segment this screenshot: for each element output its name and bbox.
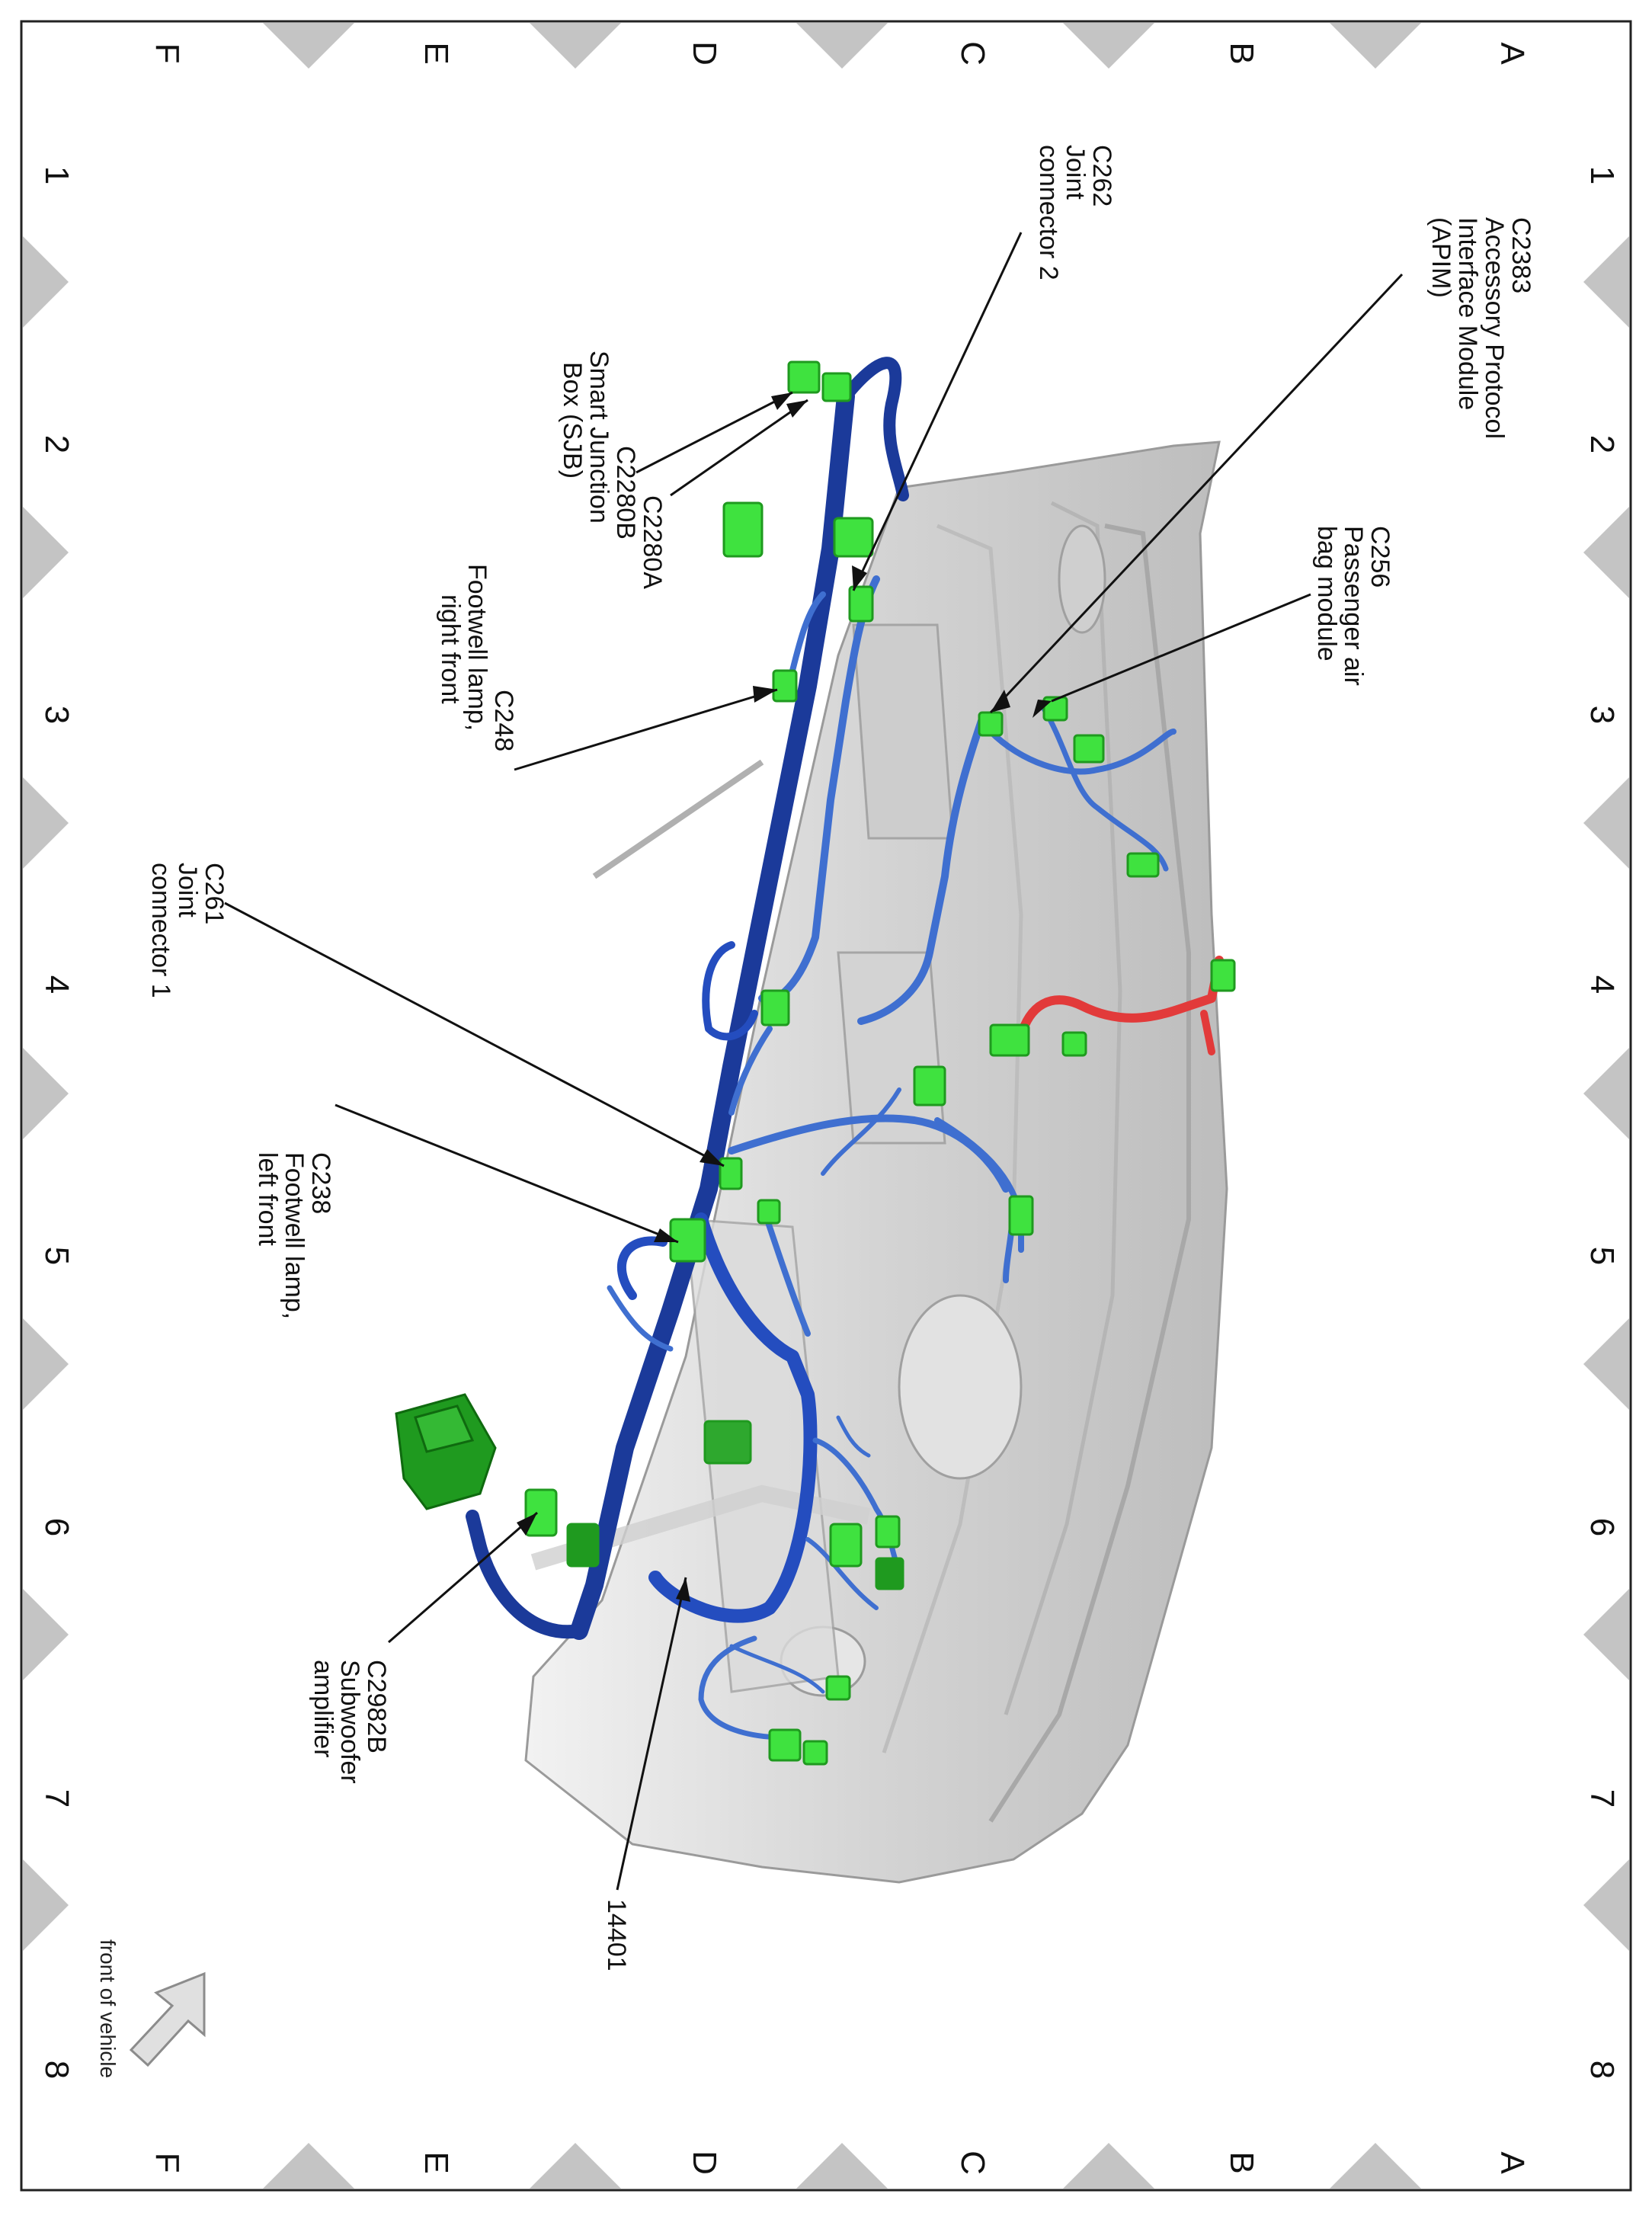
callout-c262-line-3: connector 2 <box>1034 145 1063 280</box>
callout-c2280b-line-2: Smart Junction <box>584 351 613 524</box>
callout-c2982b: C2982B Subwoofer amplifier <box>309 1660 391 1784</box>
col-label-right-2: 2 <box>1583 435 1621 453</box>
col-label-left-2: 2 <box>38 435 75 453</box>
callout-c2280a-line-1: C2280A <box>638 495 667 589</box>
col-label-left-8: 8 <box>38 2061 75 2079</box>
callout-c2280b-line-1: C2280B <box>611 446 640 540</box>
callout-c261: C261 Joint connector 1 <box>146 863 229 998</box>
callout-c261-line-3: connector 1 <box>146 863 175 998</box>
callout-c238-line-1: C238 <box>306 1152 335 1214</box>
row-label-top-b: B <box>1223 42 1260 64</box>
callout-c2982b-line-1: C2982B <box>362 1660 391 1753</box>
callout-c2280b-line-3: Box (SJB) <box>558 362 587 479</box>
connectors <box>395 360 1236 1766</box>
row-label-bottom-b: B <box>1223 2151 1260 2173</box>
wiring-harness <box>466 357 1224 1741</box>
callout-c2982b-line-2: Subwoofer <box>335 1660 364 1784</box>
callout-c2383-line-1: C2383 <box>1506 217 1535 293</box>
col-label-right-4: 4 <box>1583 975 1621 994</box>
callout-c256-line-3: bag module <box>1312 526 1341 661</box>
col-label-right-7: 7 <box>1583 1789 1621 1808</box>
callout-c248: C248 Footwell lamp, right front <box>436 564 518 751</box>
frame-border <box>20 20 1632 2192</box>
callout-c2383-line-3: Interface Module <box>1453 217 1482 410</box>
row-label-bottom-f: F <box>149 2153 186 2173</box>
callout-c2280a: C2280A <box>638 495 667 589</box>
callout-c262-line-2: Joint <box>1061 145 1090 200</box>
callout-c238-line-3: left front <box>253 1152 282 1246</box>
instrument-panel <box>524 440 1228 1884</box>
callout-c2982b-line-3: amplifier <box>309 1660 338 1757</box>
col-label-right-6: 6 <box>1583 1518 1621 1536</box>
callout-c262-line-1: C262 <box>1087 145 1116 207</box>
col-label-right-5: 5 <box>1583 1247 1621 1265</box>
row-label-top-e: E <box>418 42 455 64</box>
col-label-right-1: 1 <box>1583 166 1621 184</box>
col-label-left-3: 3 <box>38 706 75 724</box>
front-of-vehicle-label: front of vehicle <box>96 1939 120 2078</box>
callout-14401-line-1: 14401 <box>602 1899 631 1971</box>
col-label-left-7: 7 <box>38 1789 75 1808</box>
callout-14401: 14401 <box>602 1899 631 1971</box>
callout-c238: C238 Footwell lamp, left front <box>253 1152 335 1319</box>
row-label-top-f: F <box>149 43 186 64</box>
row-label-top-c: C <box>954 41 991 66</box>
row-label-top-d: D <box>686 41 723 66</box>
callout-c2383: C2383 Accessory Protocol Interface Modul… <box>1426 217 1535 439</box>
row-label-bottom-c: C <box>954 2151 991 2175</box>
callout-c262: C262 Joint connector 2 <box>1034 145 1116 280</box>
callout-c2383-line-4: (APIM) <box>1426 217 1455 298</box>
callout-c2280b: C2280B Smart Junction Box (SJB) <box>558 351 640 540</box>
grid-labels: A B C D E F A B C D E F 1 2 3 4 5 6 7 8 … <box>38 41 1621 2175</box>
col-label-left-4: 4 <box>38 975 75 994</box>
arrow-icon <box>129 1971 206 2067</box>
row-label-bottom-a: A <box>1494 2151 1531 2174</box>
leader-arrowheads <box>517 392 1052 1602</box>
grid-markers <box>23 23 1629 2189</box>
col-label-left-6: 6 <box>38 1518 75 1536</box>
callout-c256-line-2: Passenger air <box>1339 526 1368 686</box>
row-label-bottom-e: E <box>418 2151 455 2173</box>
callout-c248-line-2: Footwell lamp, <box>463 564 491 731</box>
col-label-left-1: 1 <box>38 166 75 184</box>
col-label-left-5: 5 <box>38 1247 75 1265</box>
leader-lines <box>224 232 1404 1891</box>
callout-c256: C256 Passenger air bag module <box>1312 526 1394 686</box>
callout-c2383-line-2: Accessory Protocol <box>1480 217 1509 439</box>
callout-c238-line-2: Footwell lamp, <box>280 1152 309 1319</box>
col-label-right-3: 3 <box>1583 706 1621 724</box>
row-label-bottom-d: D <box>686 2151 723 2175</box>
callout-c256-line-1: C256 <box>1365 526 1394 588</box>
callout-c248-line-3: right front <box>436 594 465 704</box>
col-label-right-8: 8 <box>1583 2061 1621 2079</box>
callout-c261-line-1: C261 <box>200 863 229 924</box>
front-of-vehicle-indicator: front of vehicle <box>96 1939 206 2078</box>
row-label-top-a: A <box>1494 42 1531 65</box>
callout-c248-line-1: C248 <box>489 690 518 751</box>
callout-c261-line-2: Joint <box>173 863 202 918</box>
